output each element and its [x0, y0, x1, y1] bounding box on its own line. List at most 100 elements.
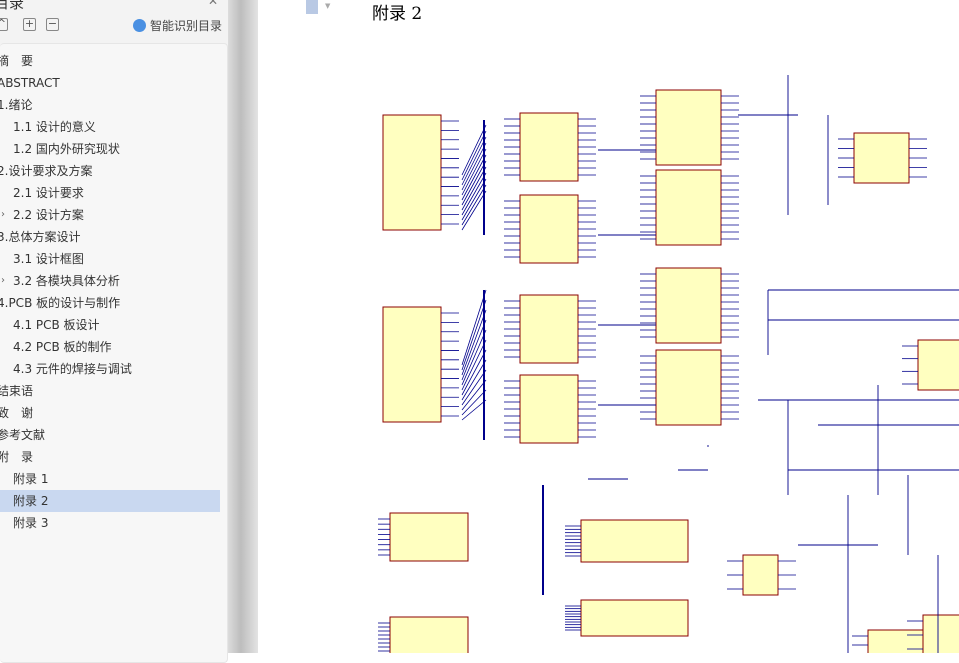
schematic-wire	[461, 160, 487, 206]
toc-item-label: 致 谢	[0, 406, 34, 420]
schematic-wire	[461, 399, 487, 421]
schematic-component	[655, 169, 722, 246]
toc-item-label: 附录 2	[13, 494, 49, 508]
schematic-component	[519, 294, 579, 364]
schematic-component	[917, 339, 959, 391]
toc-item[interactable]: 附录 3	[0, 512, 220, 534]
schematic-wire	[461, 369, 487, 406]
schematic-wire	[461, 148, 487, 196]
toc-item-label: 4.3 元件的焊接与调试	[13, 362, 132, 376]
toc-item[interactable]: 3.1 设计框图	[0, 248, 220, 270]
toc-item[interactable]: 参考文献	[0, 424, 217, 446]
schematic-component	[389, 616, 469, 653]
toc-item[interactable]: 4.PCB 板的设计与制作	[0, 292, 217, 314]
schematic-wire	[461, 166, 487, 211]
chevron-right-icon[interactable]: ›	[1, 209, 5, 220]
schematic-wire	[461, 359, 487, 401]
schematic-component	[382, 114, 442, 231]
toc-item-label: 结束语	[0, 384, 34, 398]
toc-item[interactable]: 4.2 PCB 板的制作	[0, 336, 220, 358]
toc-item-label: ABSTRACT	[0, 76, 60, 90]
smart-icon	[133, 19, 146, 32]
toc-item-label: 3.2 各模块具体分析	[13, 274, 120, 288]
smart-toc-button[interactable]: 智能识别目录	[133, 17, 222, 34]
expand-all-button[interactable]: +	[23, 17, 36, 31]
schematic-wire	[461, 136, 487, 186]
toc-item-label: 2.设计要求及方案	[0, 164, 93, 178]
toc-item-label: 3.总体方案设计	[0, 230, 81, 244]
schematic-wire	[461, 329, 487, 386]
schematic-component	[580, 599, 689, 637]
dropdown-arrow-icon[interactable]: ▼	[325, 2, 331, 10]
schematic-wire	[461, 178, 487, 221]
chevron-up-icon[interactable]: ^	[0, 18, 8, 31]
toc-item-label: 参考文献	[0, 428, 46, 442]
toc-item[interactable]: › 3.2 各模块具体分析	[0, 270, 220, 292]
toc-item[interactable]: 1.2 国内外研究现状	[0, 138, 220, 160]
toc-item[interactable]: 结束语	[0, 380, 217, 402]
toc-item-label: 1.绪论	[0, 98, 33, 112]
schematic-wire	[461, 154, 487, 201]
smart-toc-label: 智能识别目录	[150, 19, 223, 33]
toc-item-label: 3.1 设计框图	[13, 252, 84, 266]
schematic-wire	[461, 339, 487, 391]
schematic-component	[655, 349, 722, 426]
toc-item-label: 4.1 PCB 板设计	[13, 318, 100, 332]
toc-item-label: 4.PCB 板的设计与制作	[0, 296, 121, 310]
toc-item[interactable]: 附 录	[0, 446, 217, 468]
schematic-wire	[461, 349, 487, 396]
toc-item-label: 1.1 设计的意义	[13, 120, 96, 134]
schematic-component	[580, 519, 689, 563]
schematic-wire	[461, 142, 487, 191]
schematic-component	[922, 614, 959, 653]
schematic-wire	[461, 299, 487, 371]
toc-item[interactable]: 致 谢	[0, 402, 217, 424]
toc-item-label: 2.1 设计要求	[13, 186, 84, 200]
schematic-component	[519, 374, 579, 444]
schematic-component	[519, 194, 579, 264]
schematic-wire	[461, 130, 487, 181]
schematic-component	[655, 89, 722, 166]
schematic-wire	[461, 124, 487, 176]
schematic-component	[389, 512, 469, 562]
schematic-wire	[461, 289, 487, 366]
collapse-all-button[interactable]: −	[46, 17, 59, 31]
toc-item-label: 附录 3	[13, 516, 49, 530]
toc-item[interactable]: 附录 1	[0, 468, 220, 490]
document-icon[interactable]	[306, 0, 318, 14]
schematic-wire	[461, 172, 487, 216]
toc-item[interactable]: 4.3 元件的焊接与调试	[0, 358, 220, 380]
toc-item[interactable]: › 2.2 设计方案	[0, 204, 220, 226]
schematic-component	[853, 132, 910, 184]
toc-item[interactable]: 1.1 设计的意义	[0, 116, 220, 138]
circuit-schematic	[378, 75, 959, 653]
schematic-component	[519, 112, 579, 182]
schematic-component	[742, 554, 779, 596]
schematic-wire	[461, 319, 487, 381]
toc-item[interactable]: 附录 2	[0, 490, 220, 512]
schematic-wire	[461, 190, 487, 231]
toc-item-label: 附 录	[0, 450, 34, 464]
toc-item-label: 摘 要	[0, 54, 34, 68]
schematic-wire	[461, 184, 487, 226]
toc-item[interactable]: ABSTRACT	[0, 72, 217, 94]
toc-item[interactable]: 2.1 设计要求	[0, 182, 220, 204]
schematic-component	[655, 267, 722, 344]
page-heading: 附录 2	[372, 4, 423, 24]
toc-item-label: 1.2 国内外研究现状	[13, 142, 120, 156]
toc-item-label: 4.2 PCB 板的制作	[13, 340, 112, 354]
schematic-wire	[461, 379, 487, 411]
panel-divider[interactable]	[228, 0, 260, 653]
schematic-wire	[461, 309, 487, 376]
toc-item[interactable]: 1.绪论	[0, 94, 217, 116]
toc-item[interactable]: 4.1 PCB 板设计	[0, 314, 220, 336]
chevron-right-icon[interactable]: ›	[1, 275, 5, 286]
toc-item-label: 2.2 设计方案	[13, 208, 84, 222]
toc-item[interactable]: 摘 要	[0, 50, 217, 72]
toc-item[interactable]: 3.总体方案设计	[0, 226, 217, 248]
schematic-wire	[461, 389, 487, 416]
toc-item-label: 附录 1	[13, 472, 49, 486]
close-icon[interactable]: ✕	[208, 0, 219, 8]
toc-item[interactable]: 2.设计要求及方案	[0, 160, 217, 182]
